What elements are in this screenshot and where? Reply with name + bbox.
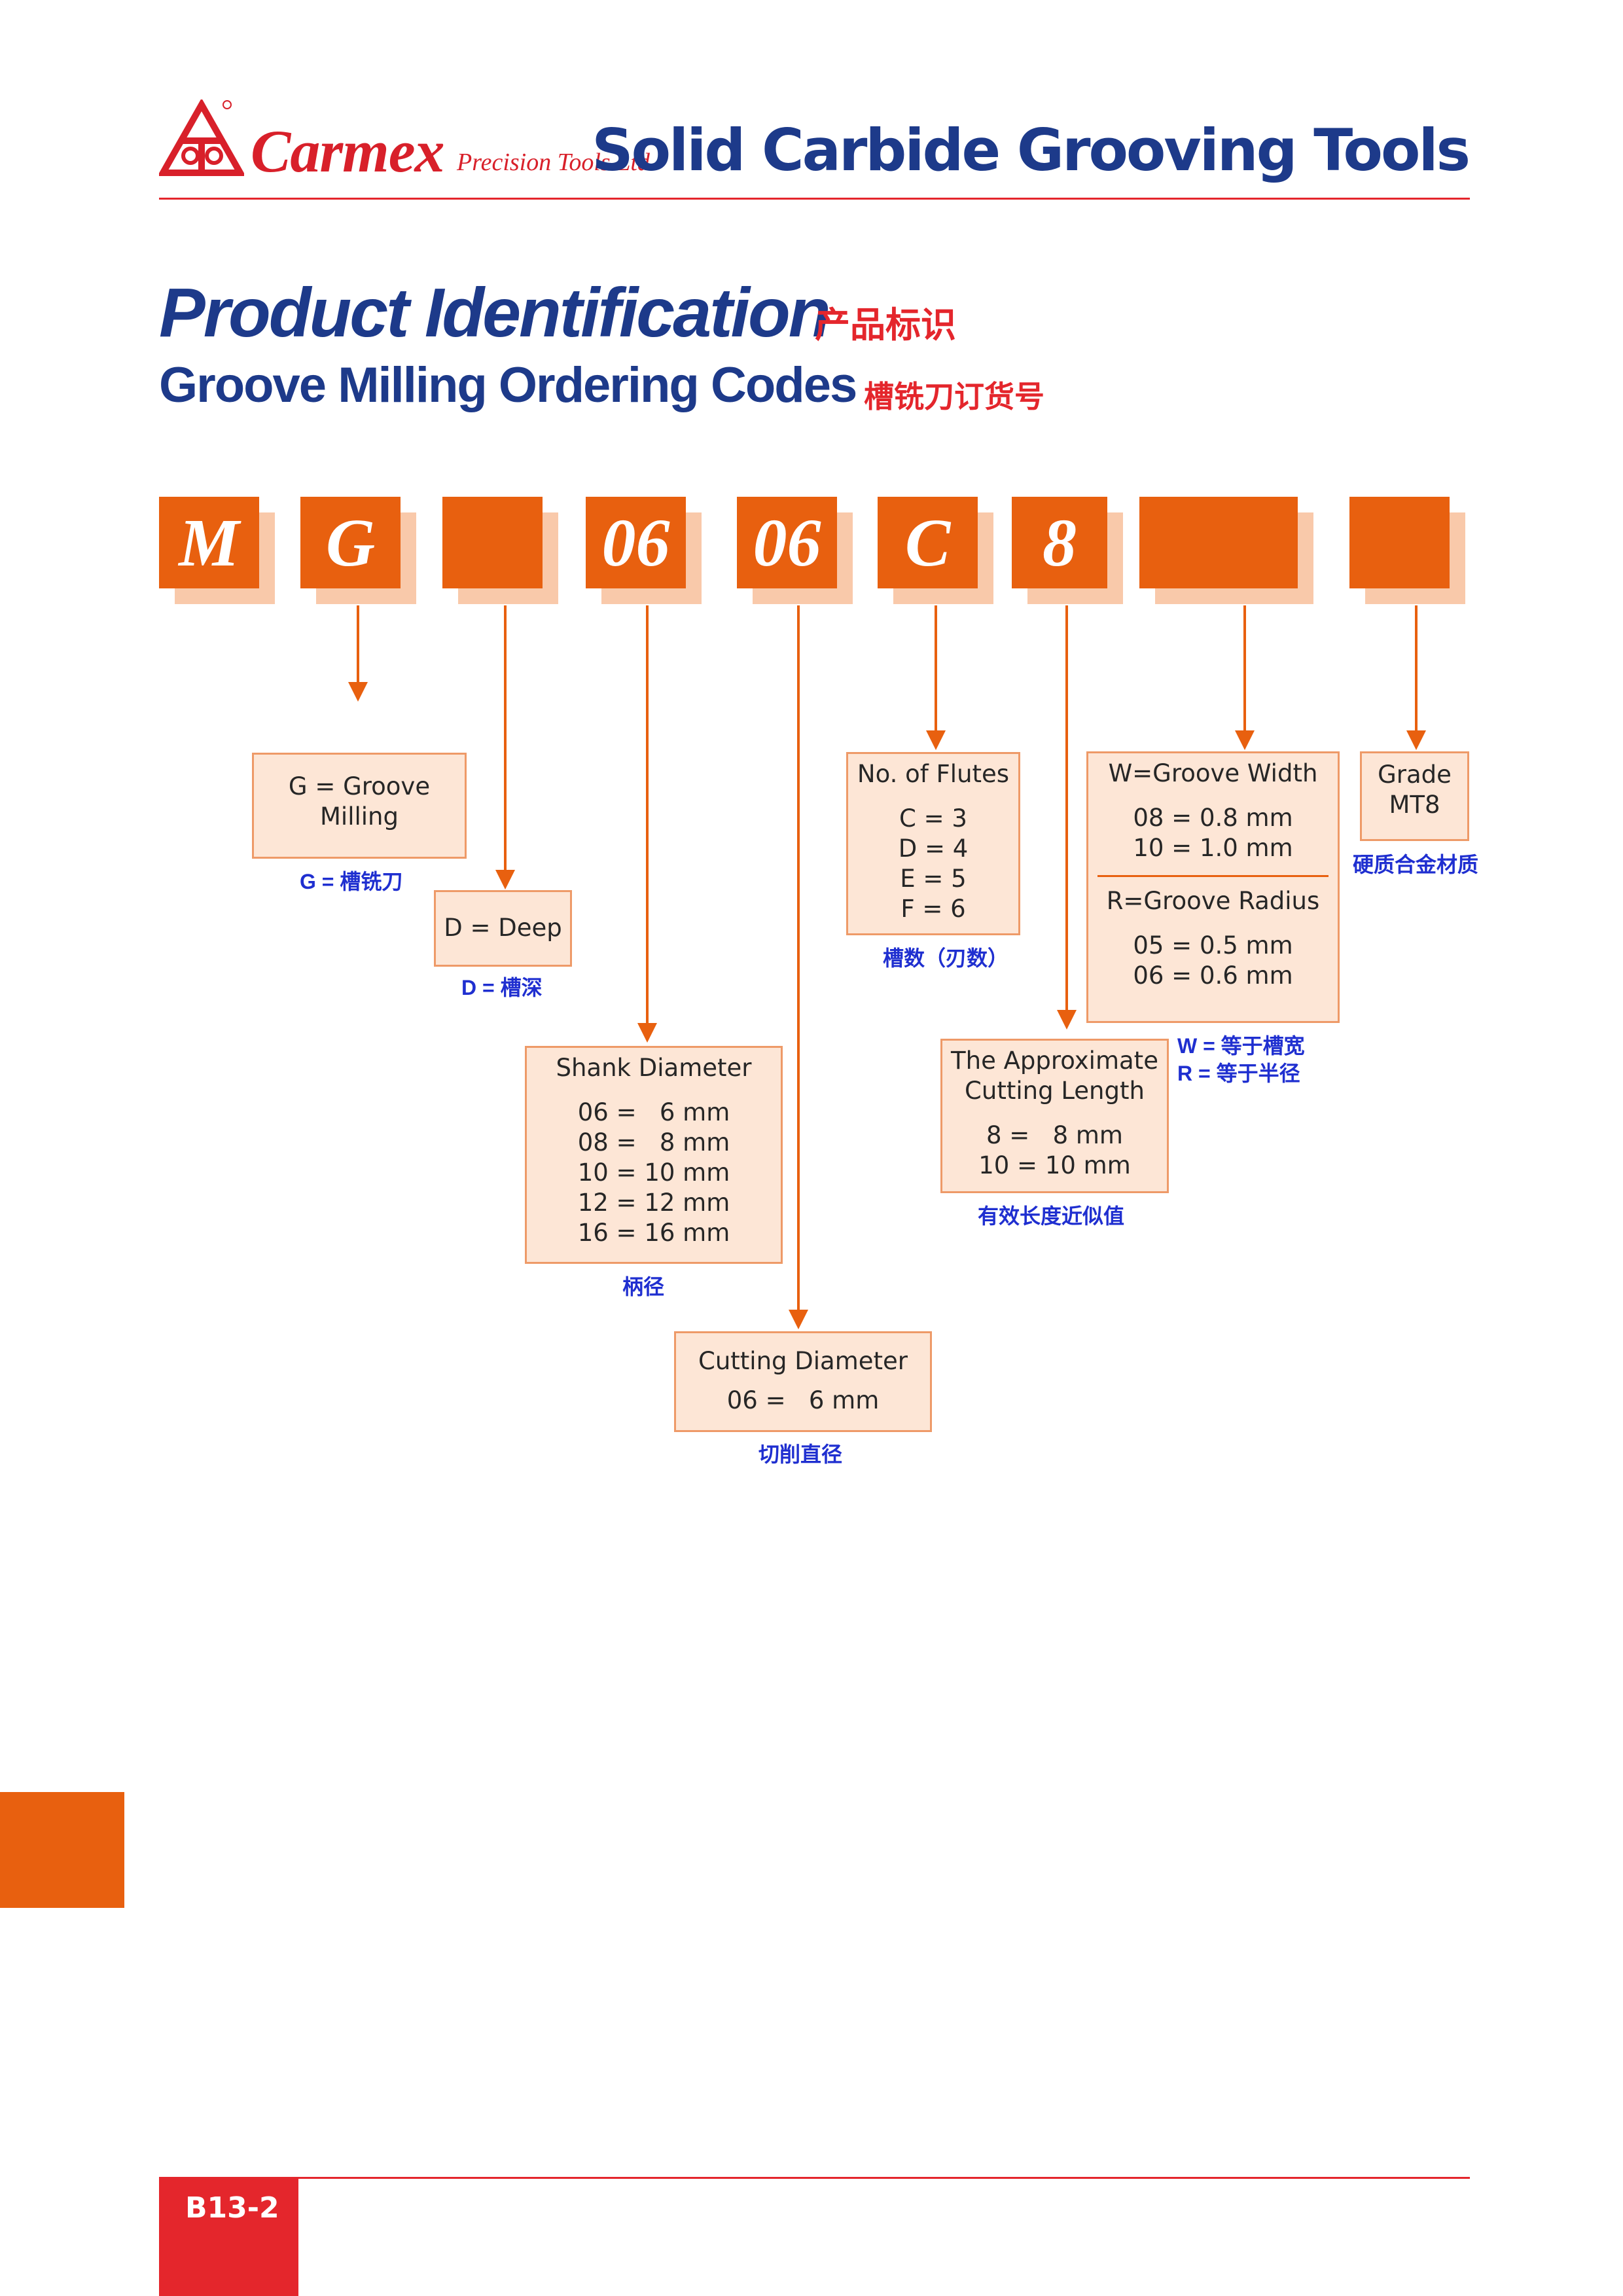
arrow-line	[935, 605, 937, 731]
footer-divider	[159, 2177, 1470, 2179]
code-tile-3	[442, 497, 558, 604]
header-divider	[159, 198, 1470, 200]
cutting-length-caption-cn: 有效长度近似值	[978, 1204, 1125, 1228]
shank-caption-cn: 柄径	[622, 1275, 665, 1299]
arrow-line	[357, 605, 359, 682]
code-tile-1: M	[159, 497, 275, 604]
code-tile-4: 06	[586, 497, 702, 604]
code-tile-7: 8	[1012, 497, 1123, 604]
grade-caption-cn: 硬质合金材质	[1353, 853, 1479, 876]
brand-subtitle: Precision Tools Ltd.	[457, 149, 656, 176]
cutting-length-box: The Approximate Cutting Length 8 = 8 mm …	[940, 1039, 1169, 1193]
shank-diameter-box: Shank Diameter 06 = 6 mm 08 = 8 mm 10 = …	[525, 1046, 783, 1264]
arrow-head-icon	[1406, 730, 1426, 750]
arrow-line	[646, 605, 649, 1024]
carmex-logo: Carmex Precision Tools Ltd.	[159, 97, 656, 185]
page-number-tab	[159, 2177, 298, 2296]
arrow-line	[1415, 605, 1418, 731]
depth-box: D = Deep	[434, 890, 572, 967]
page-number: B13-2	[185, 2191, 279, 2225]
flutes-box: No. of Flutes C = 3 D = 4 E = 5 F = 6	[846, 752, 1020, 935]
arrow-line	[504, 605, 507, 870]
arrow-head-icon	[637, 1023, 657, 1043]
width-radius-box: W=Groove Width 08 = 0.8 mm 10 = 1.0 mm R…	[1086, 751, 1340, 1023]
cutting-diameter-caption-cn: 切削直径	[758, 1443, 843, 1466]
grade-box: Grade MT8	[1360, 751, 1469, 841]
radius-caption-cn: R = 等于半径	[1177, 1062, 1300, 1085]
cutting-diameter-box: Cutting Diameter 06 = 6 mm	[674, 1331, 932, 1432]
arrow-line	[1243, 605, 1246, 731]
code-tile-5: 06	[737, 497, 853, 604]
code-tile-6: C	[878, 497, 993, 604]
arrow-head-icon	[495, 870, 515, 889]
code-tile-9	[1349, 497, 1465, 604]
document-title: Solid Carbide Grooving Tools	[592, 117, 1471, 184]
page-title-cn: 产品标识	[815, 306, 956, 345]
arrow-head-icon	[789, 1310, 808, 1329]
page-title: Product Identification	[159, 274, 830, 351]
width-caption-cn: W = 等于槽宽	[1177, 1034, 1305, 1058]
page-subtitle-cn: 槽铣刀订货号	[864, 380, 1044, 414]
brand-name: Carmex	[251, 118, 445, 185]
type-caption-cn: G = 槽铣刀	[300, 870, 403, 893]
code-tile-2: G	[300, 497, 416, 604]
code-tile-8	[1139, 497, 1313, 604]
depth-caption-cn: D = 槽深	[461, 976, 543, 999]
arrow-head-icon	[1235, 730, 1255, 750]
arrow-head-icon	[1057, 1010, 1077, 1030]
arrow-head-icon	[348, 682, 368, 702]
arrow-head-icon	[926, 730, 946, 750]
flutes-caption-cn: 槽数（刃数）	[883, 946, 1009, 970]
type-box: G = Groove Milling	[252, 753, 467, 859]
page-subtitle: Groove Milling Ordering Codes	[159, 357, 857, 413]
arrow-line	[1065, 605, 1068, 1011]
section-tab	[0, 1792, 124, 1908]
arrow-line	[797, 605, 800, 1310]
section-divider	[1097, 875, 1329, 877]
carmex-logo-icon	[159, 99, 244, 176]
